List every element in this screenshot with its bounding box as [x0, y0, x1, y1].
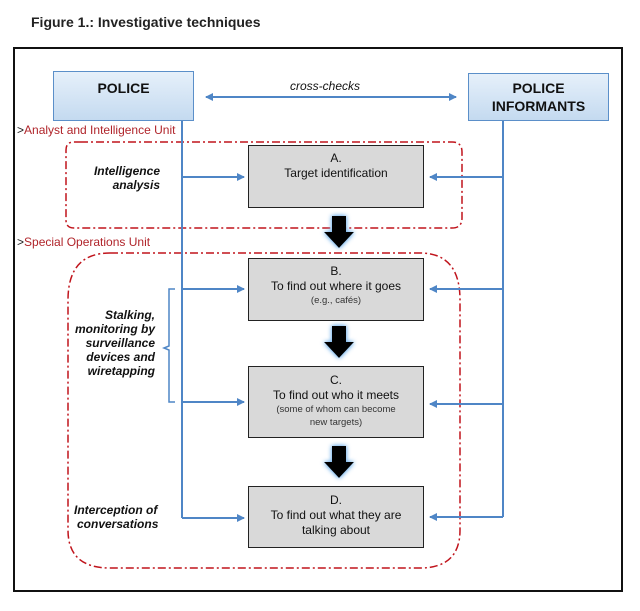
- actor-police: POLICE: [53, 71, 194, 121]
- technique-interception: Interception of conversations: [74, 503, 164, 531]
- step-main: Target identification: [284, 166, 388, 180]
- stalking-bracket: [161, 288, 175, 403]
- unit-name: Analyst and Intelligence Unit: [24, 123, 176, 137]
- technique-line: surveillance: [85, 336, 155, 350]
- step-main: To find out where it goes: [270, 279, 402, 293]
- step-b-where-it-goes: B. To find out where it goes (e.g., café…: [248, 258, 424, 321]
- flow-arrow-c-d: [324, 446, 354, 478]
- actor-police-label: POLICE: [97, 80, 150, 96]
- flow-arrow-b-c: [324, 326, 354, 358]
- unit-prefix: >: [17, 235, 25, 249]
- step-sub: (e.g., cafés): [310, 295, 362, 306]
- figure-title: Figure 1.: Investigative techniques: [31, 14, 261, 30]
- technique-line: conversations: [77, 517, 159, 531]
- unit-label-analyst: >Analyst and Intelligence Unit: [17, 123, 175, 137]
- actor-police-informants: POLICE INFORMANTS: [468, 73, 609, 121]
- diagram-frame: [13, 47, 623, 592]
- step-letter: B.: [330, 264, 342, 278]
- unit-region-special: [67, 252, 461, 569]
- actor-informants-label-2: INFORMANTS: [491, 98, 586, 114]
- step-main: To find out what they are talking about: [270, 508, 402, 537]
- technique-line: analysis: [112, 178, 160, 192]
- step-letter: A.: [330, 151, 342, 165]
- unit-region-analyst: [65, 141, 463, 229]
- step-sub: (some of whom can become new targets): [276, 404, 396, 428]
- step-letter: D.: [330, 493, 342, 507]
- technique-intelligence-analysis: Intelligence analysis: [80, 164, 160, 192]
- technique-line: monitoring by: [75, 322, 155, 336]
- technique-line: devices and: [86, 350, 155, 364]
- technique-line: wiretapping: [87, 364, 155, 378]
- step-letter: C.: [330, 373, 342, 387]
- technique-line: Stalking,: [104, 308, 155, 322]
- technique-line: Intelligence: [93, 164, 160, 178]
- flow-arrow-a-b: [324, 216, 354, 248]
- technique-line: Interception of: [74, 503, 158, 517]
- cross-checks-label: cross-checks: [290, 79, 361, 93]
- step-a-target-identification: A. Target identification: [248, 145, 424, 208]
- step-main: To find out who it meets: [272, 388, 400, 402]
- unit-label-special: >Special Operations Unit: [17, 235, 150, 249]
- technique-stalking: Stalking, monitoring by surveillance dev…: [72, 308, 155, 378]
- step-c-who-it-meets: C. To find out who it meets (some of who…: [248, 366, 424, 438]
- unit-prefix: >: [17, 123, 25, 137]
- step-d-what-they-talk-about: D. To find out what they are talking abo…: [248, 486, 424, 548]
- actor-informants-label-1: POLICE: [512, 80, 565, 96]
- unit-name: Special Operations Unit: [24, 235, 151, 249]
